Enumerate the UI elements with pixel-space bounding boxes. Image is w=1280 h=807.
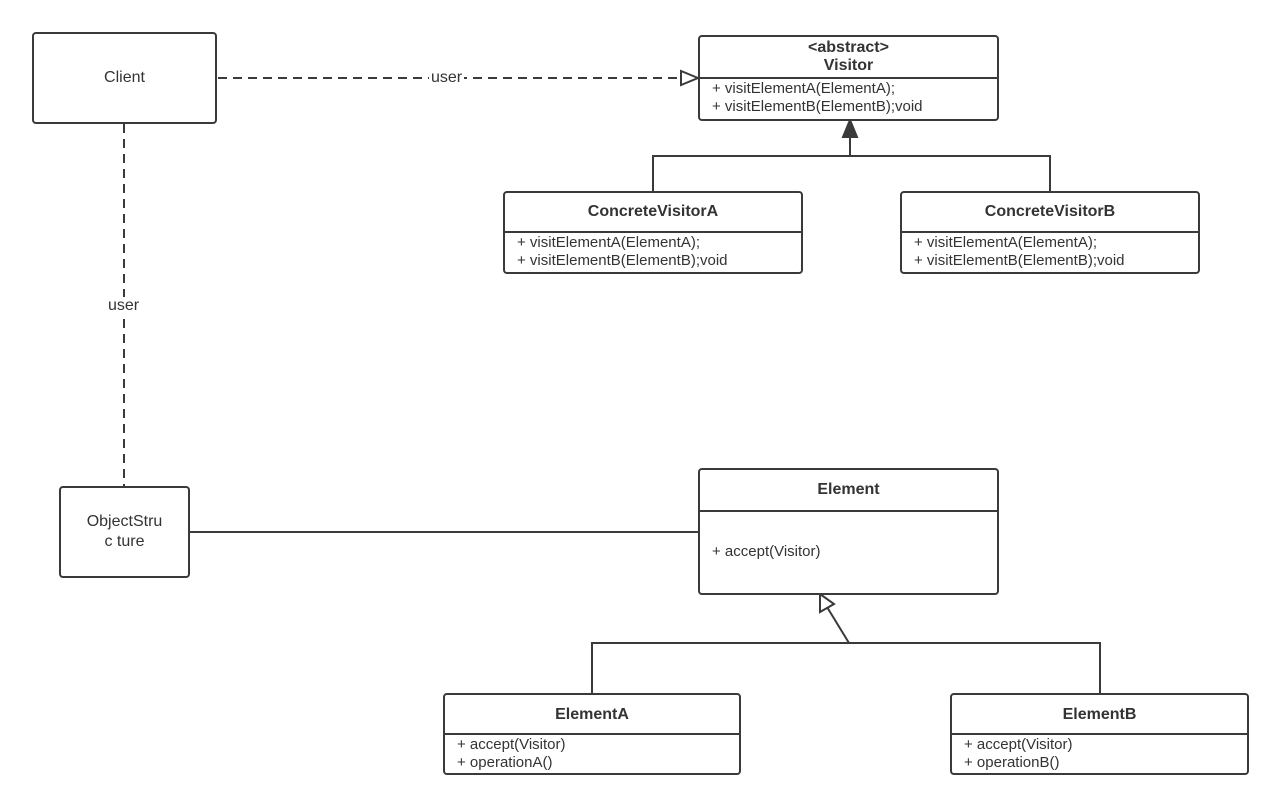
element-b-op-accept: + accept(Visitor) bbox=[964, 736, 1073, 753]
element-a-op-accept: + accept(Visitor) bbox=[457, 736, 566, 753]
visitor-class[interactable]: <abstract> Visitor + visitElementA(Eleme… bbox=[698, 35, 999, 121]
concrete-visitor-b-operations: + visitElementA(ElementA); + visitElemen… bbox=[902, 233, 1198, 270]
objectstructure-class[interactable]: ObjectStruc ture bbox=[59, 486, 190, 578]
element-b-name: ElementB bbox=[952, 695, 1247, 735]
client-label: Client bbox=[104, 69, 145, 86]
visitor-operations: + visitElementA(ElementA); + visitElemen… bbox=[700, 79, 997, 116]
visitor-op-visit-b: + visitElementB(ElementB);void bbox=[712, 98, 923, 115]
element-a-name: ElementA bbox=[445, 695, 739, 735]
element-a-op-operation: + operationA() bbox=[457, 754, 553, 771]
concrete-visitor-a-class[interactable]: ConcreteVisitorA + visitElementA(Element… bbox=[503, 191, 803, 274]
visitor-header: <abstract> Visitor bbox=[700, 37, 997, 79]
element-b-op-operation: + operationB() bbox=[964, 754, 1060, 771]
element-generalization-lines bbox=[591, 642, 1101, 695]
concrete-visitor-a-op-visit-a: + visitElementA(ElementA); bbox=[517, 234, 700, 251]
element-class[interactable]: Element + accept(Visitor) bbox=[698, 468, 999, 595]
element-operations: + accept(Visitor) bbox=[700, 512, 997, 561]
visitor-op-visit-a: + visitElementA(ElementA); bbox=[712, 80, 895, 97]
element-name: Element bbox=[700, 470, 997, 512]
element-generalization-arrowhead bbox=[819, 592, 836, 614]
element-a-class[interactable]: ElementA + accept(Visitor) + operationA(… bbox=[443, 693, 741, 775]
element-b-operations: + accept(Visitor) + operationB() bbox=[952, 735, 1247, 772]
concrete-visitor-a-op-visit-b: + visitElementB(ElementB);void bbox=[517, 252, 728, 269]
visitor-stereotype: <abstract> bbox=[808, 39, 889, 56]
concrete-visitor-a-operations: + visitElementA(ElementA); + visitElemen… bbox=[505, 233, 801, 270]
objectstructure-label: ObjectStruc ture bbox=[86, 513, 163, 550]
concrete-visitor-a-name: ConcreteVisitorA bbox=[505, 193, 801, 233]
client-visitor-arrowhead bbox=[680, 69, 701, 87]
element-generalization-stem bbox=[826, 606, 850, 644]
visitor-generalization-lines bbox=[652, 155, 1051, 192]
visitor-name: Visitor bbox=[823, 57, 874, 74]
concrete-visitor-b-op-visit-b: + visitElementB(ElementB);void bbox=[914, 252, 1125, 269]
element-op-accept: + accept(Visitor) bbox=[712, 543, 821, 560]
concrete-visitor-b-name: ConcreteVisitorB bbox=[902, 193, 1198, 233]
element-a-operations: + accept(Visitor) + operationA() bbox=[445, 735, 739, 772]
client-objectstructure-edge-label: user bbox=[106, 297, 142, 315]
visitor-generalization-arrowhead bbox=[841, 117, 859, 138]
client-visitor-edge-label: user bbox=[429, 69, 465, 87]
client-class[interactable]: Client bbox=[32, 32, 217, 124]
concrete-visitor-b-class[interactable]: ConcreteVisitorB + visitElementA(Element… bbox=[900, 191, 1200, 274]
element-b-class[interactable]: ElementB + accept(Visitor) + operationB(… bbox=[950, 693, 1249, 775]
concrete-visitor-b-op-visit-a: + visitElementA(ElementA); bbox=[914, 234, 1097, 251]
